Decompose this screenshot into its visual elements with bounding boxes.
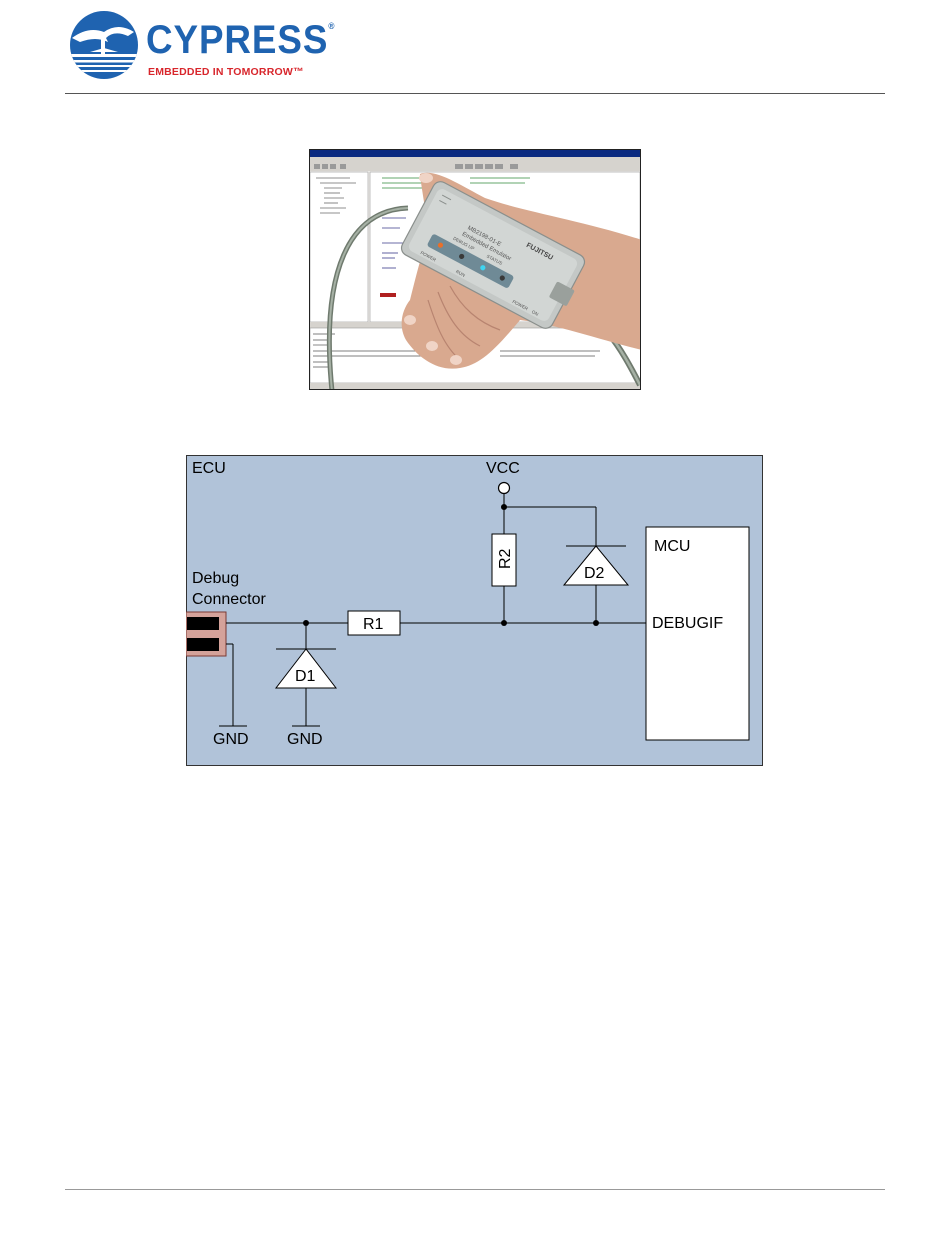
d2-label: D2 [584,565,605,582]
logo-tagline: EMBEDDED IN TOMORROW™ [148,66,304,78]
debug-connector-pin-2 [187,638,219,651]
gnd-label-1: GND [213,731,249,748]
ecu-debug-schematic: ECU VCC R2 D2 MCU DEBUGIF Debug Connecto… [186,455,763,766]
debug-connector-label-line2: Connector [192,591,266,608]
mcu-label: MCU [654,538,690,555]
emulator-photo-illustration: FUJITSU MB2198-01-E Embedded Emulator PO… [310,150,641,390]
debugif-label: DEBUGIF [652,615,723,632]
r2-label: R2 [497,548,514,569]
debug-connector-label-line1: Debug [192,570,239,587]
gnd-label-2: GND [287,731,323,748]
mcu-block [646,527,749,740]
logo-wordmark: CYPRESS® [146,20,335,60]
header-rule [65,93,885,94]
cypress-tree-logo-icon [68,8,140,82]
cypress-logo: CYPRESS® EMBEDDED IN TOMORROW™ [68,8,308,82]
vcc-label: VCC [486,460,520,477]
footer-rule [65,1189,885,1190]
vcc-terminal [499,483,510,494]
d1-label: D1 [295,668,316,685]
d2-junction [593,620,599,626]
r2-junction [501,620,507,626]
ecu-label: ECU [192,460,226,477]
debug-connector-pin-1 [187,617,219,630]
emulator-photo: FUJITSU MB2198-01-E Embedded Emulator PO… [309,149,641,390]
r1-label: R1 [363,616,384,633]
